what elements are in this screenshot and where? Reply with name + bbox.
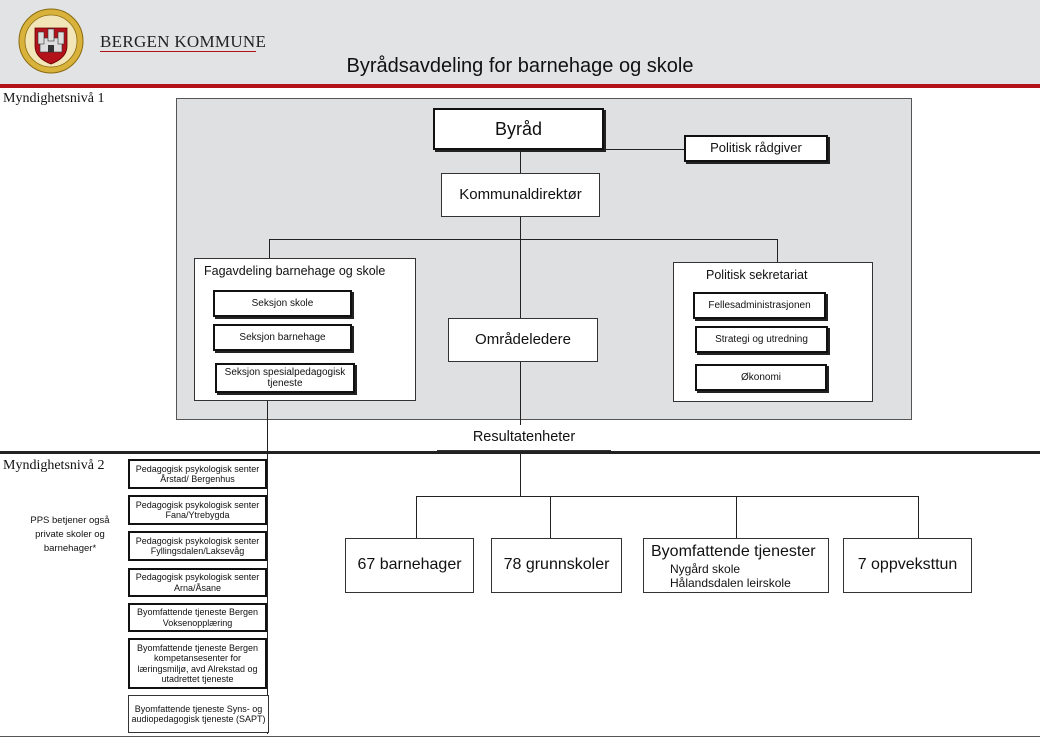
citywide-services-box: Byomfattende tjenester Nygård skole Håla… (643, 538, 829, 593)
connector-citywide (736, 496, 737, 538)
page-header (0, 0, 1040, 86)
political-advisor-box: Politisk rådgiver (684, 135, 828, 162)
vision-audio-service-box: Byomfattende tjeneste Syns- og audiopeda… (128, 695, 269, 733)
connector-oppvekst (918, 496, 919, 538)
brand-underline (100, 51, 256, 52)
connector-byrad-director (520, 150, 521, 174)
connector-horizontal-split (269, 239, 778, 240)
bottom-rule (0, 736, 1040, 737)
adult-education-box: Byomfattende tjeneste Bergen Voksenopplæ… (128, 603, 267, 632)
section-school-box: Seksjon skole (213, 290, 352, 317)
connector-kindergartens (416, 496, 417, 538)
connector-advisor (604, 149, 684, 150)
common-administration-box: Fellesadministrasjonen (693, 292, 826, 319)
connector-director-area (520, 217, 521, 319)
brand-name: BERGEN KOMMUNE (100, 32, 267, 51)
connector-schools (550, 496, 551, 538)
header-rule (0, 84, 1040, 88)
fagavdeling-title: Fagavdeling barnehage og skole (204, 264, 386, 278)
pps-fana-box: Pedagogisk psykologisk senter Fana/Ytreb… (128, 495, 267, 525)
pps-arna-box: Pedagogisk psykologisk senter Arna/Åsane (128, 568, 267, 597)
oppvekst-box: 7 oppveksttun (843, 538, 972, 593)
connector-sekretariat (777, 239, 778, 263)
section-kindergarten-box: Seksjon barnehage (213, 324, 352, 351)
pps-fyllingsdalen-box: Pedagogisk psykologisk senter Fyllingsda… (128, 531, 267, 561)
section-special-education-box: Seksjon spesialpedagogisk tjeneste (215, 363, 355, 393)
connector-area-results (520, 362, 521, 425)
level-2-label: Myndighetsnivå 2 (3, 458, 105, 473)
level-divider (0, 451, 1040, 454)
citywide-item-halandsdalen: Hålandsdalen leirskole (670, 576, 791, 590)
result-units-box: Resultatenheter (437, 425, 611, 451)
citywide-services-title: Byomfattende tjenester (651, 543, 816, 560)
political-secretariat-title: Politisk sekretariat (706, 268, 808, 282)
connector-fagavdeling-services (267, 401, 268, 734)
level-1-label: Myndighetsnivå 1 (3, 91, 105, 106)
municipal-director-box: Kommunaldirektør (441, 173, 600, 217)
connector-results-horizontal (416, 496, 919, 497)
page-title: Byrådsavdeling for barnehage og skole (346, 55, 694, 77)
schools-box: 78 grunnskoler (491, 538, 622, 593)
pps-arstad-box: Pedagogisk psykologisk senter Årstad/ Be… (128, 459, 267, 489)
area-leaders-box: Områdeledere (448, 318, 598, 362)
learning-environment-box: Byomfattende tjeneste Bergen kompetanses… (128, 638, 267, 689)
byrad-box: Byråd (433, 108, 604, 150)
connector-results-trunk (520, 454, 521, 496)
connector-fagavdeling (269, 239, 270, 259)
economy-box: Økonomi (695, 364, 827, 391)
bergen-coat-of-arms-icon (18, 8, 84, 74)
citywide-item-nygard: Nygård skole (670, 562, 741, 576)
kindergartens-box: 67 barnehager (345, 538, 474, 593)
strategy-analysis-box: Strategi og utredning (695, 326, 828, 353)
pps-note: PPS betjener også private skoler og barn… (30, 515, 110, 554)
